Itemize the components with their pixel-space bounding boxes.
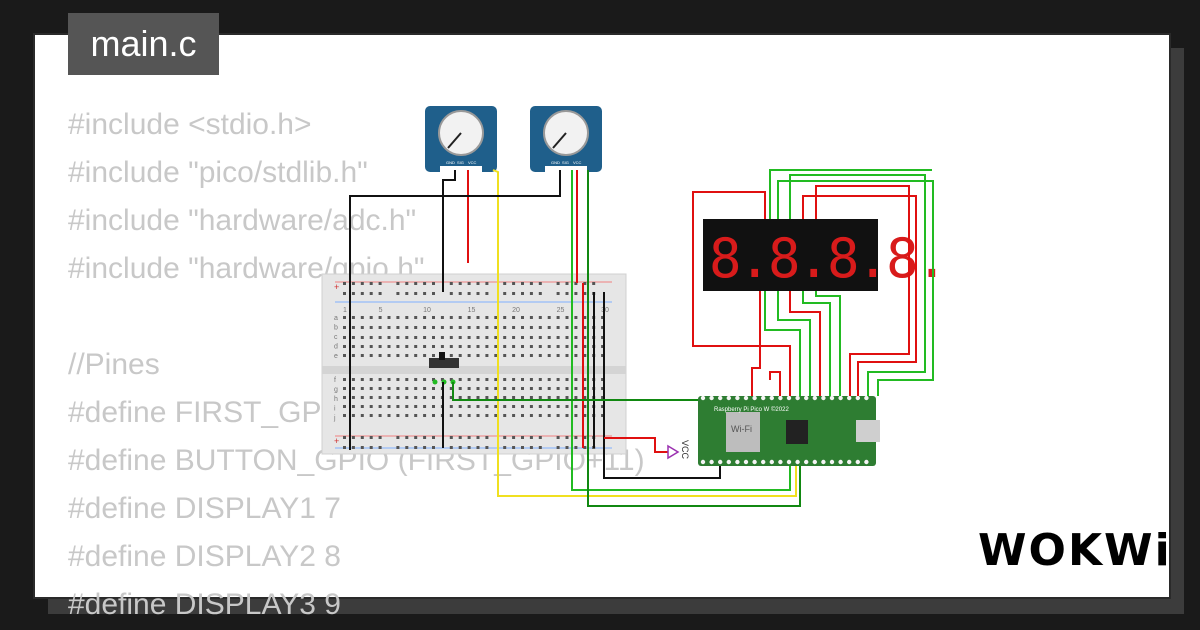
raspberry-pi-pico-w[interactable]: Wi-Fi Raspberry Pi Pico W ©2022: [698, 395, 880, 466]
breadboard-column-number: 5: [379, 307, 383, 314]
breadboard-column-number: 20: [512, 307, 520, 314]
svg-text:+: +: [334, 436, 339, 446]
breadboard-column-number: 25: [557, 307, 565, 314]
potentiometer-1[interactable]: GND SIG VCC: [425, 106, 497, 172]
svg-text:+: +: [334, 282, 339, 292]
wokwi-logo: WOKWi: [978, 525, 1172, 576]
breadboard-row-label: g: [334, 387, 338, 394]
code-line: //Pines: [68, 348, 160, 381]
pot1-pin-vcc: VCC: [468, 160, 477, 165]
breadboard-row-label: b: [334, 325, 338, 332]
breadboard-column-number: 30: [601, 307, 609, 314]
code-line: #include "hardware/adc.h": [68, 204, 417, 237]
code-line: #define DISPLAY1 7: [68, 492, 341, 525]
breadboard-row-label: h: [334, 396, 338, 403]
potentiometer-2[interactable]: GND SIG VCC: [530, 106, 602, 172]
pot1-pin-sig: SIG: [457, 160, 464, 165]
pico-label: Raspberry Pi Pico W ©2022: [714, 406, 789, 413]
breadboard-row-label: f: [334, 377, 336, 384]
breadboard-row-label: a: [334, 315, 338, 322]
vcc-symbol: VCC: [667, 440, 690, 460]
code-line: #define DISPLAY2 8: [68, 540, 341, 573]
breadboard-column-number: 10: [423, 307, 431, 314]
breadboard-row-label: c: [334, 334, 338, 341]
breadboard-row-label: d: [334, 344, 338, 351]
code-line: #include "pico/stdlib.h": [68, 156, 368, 189]
breadboard-row-label: j: [333, 415, 336, 422]
breadboard-column-number: 15: [468, 307, 476, 314]
vcc-label: VCC: [680, 440, 690, 460]
breadboard-row-label: e: [334, 353, 338, 360]
wires: [349, 169, 934, 507]
file-tab-main-c[interactable]: main.c: [68, 13, 219, 75]
pot1-pin-gnd: GND: [446, 160, 455, 165]
breadboard-column-number: 1: [343, 307, 347, 314]
code-line: #include <stdio.h>: [68, 108, 312, 141]
breadboard-row-label: i: [334, 406, 336, 413]
code-line: #define DISPLAY3 9: [68, 588, 341, 621]
pot2-pin-sig: SIG: [562, 160, 569, 165]
pot2-pin-vcc: VCC: [573, 160, 582, 165]
pico-wifi-label: Wi-Fi: [731, 424, 752, 434]
pot2-pin-gnd: GND: [551, 160, 560, 165]
